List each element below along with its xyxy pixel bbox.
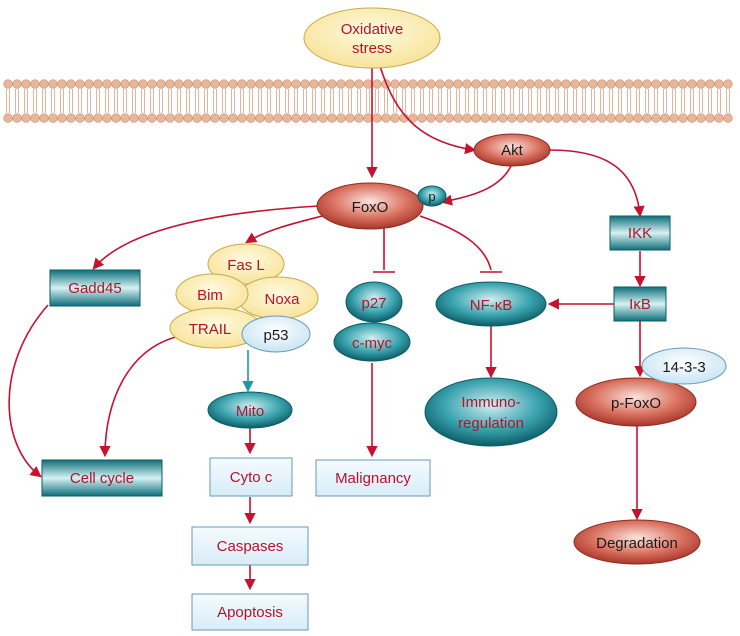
pfoxo-label: p-FoxO [611,395,661,412]
node-foxo: FoxO [316,182,424,230]
degradation-label: Degradation [596,535,678,552]
trail-label: TRAIL [189,321,232,338]
ikb-label: IκB [629,296,651,313]
node-trail: TRAIL [169,307,263,349]
node-malignancy: Malignancy [315,459,431,497]
node-ikk: IKK [609,215,671,251]
foxo-label: FoxO [352,199,389,216]
cell-membrane [3,79,733,123]
node-mito: Mito [207,391,293,429]
protein-1433-label: 14-3-3 [662,359,705,376]
p27-label: p27 [361,295,386,312]
node-pfoxo: p-FoxO [575,377,697,427]
node-caspases: Caspases [191,526,309,566]
node-nfkb: NF-κB [435,281,547,327]
node-cmyc: c-myc [333,322,411,362]
node-cell-cycle: Cell cycle [41,459,163,497]
nfkb-label: NF-κB [470,297,513,314]
apoptosis-label: Apoptosis [217,604,283,621]
edge-akt-ikk [549,149,645,218]
p-label: p [428,189,435,204]
noxa-label: Noxa [264,291,300,308]
cmyc-label: c-myc [352,335,392,352]
akt-label: Akt [501,142,524,159]
node-14-3-3: 14-3-3 [641,347,727,385]
node-fasl: Fas L [207,243,285,285]
edge-stress-akt [379,65,477,155]
fasl-label: Fas L [227,257,265,274]
bim-label: Bim [197,287,223,304]
node-apoptosis: Apoptosis [191,593,309,631]
p53-label: p53 [263,327,288,344]
node-degradation: Degradation [573,519,701,565]
cell-cycle-label: Cell cycle [70,470,134,487]
node-oxidative-stress: Oxidative stress [303,7,441,69]
pathway-edges [8,65,646,591]
node-gadd45: Gadd45 [49,269,141,307]
node-immunoregulation: Immuno- regulation [424,377,558,447]
node-ikb: IκB [613,286,667,322]
node-p27: p27 [345,281,403,323]
immuno-line2: regulation [458,415,524,432]
oxidative-stress-line2: stress [352,40,392,57]
node-akt: Akt [473,133,551,167]
node-p53: p53 [241,315,311,353]
ikk-label: IKK [628,225,652,242]
node-bim: Bim [175,273,249,315]
node-noxa: Noxa [237,276,319,320]
caspases-label: Caspases [217,538,284,555]
cyto-c-label: Cyto c [230,469,273,486]
edge-trail-cellcycle [99,333,193,458]
gadd45-label: Gadd45 [68,280,121,297]
edge-foxo-nfkb [419,215,492,271]
edge-gadd45-cellcycle [8,304,49,478]
edge-akt-foxo [440,163,513,206]
edge-foxo-fasl [245,213,331,244]
oxidative-stress-line1: Oxidative [341,21,404,38]
mito-label: Mito [236,403,264,420]
immuno-line1: Immuno- [461,394,520,411]
node-cyto-c: Cyto c [209,457,293,497]
node-p: p [417,185,447,207]
malignancy-label: Malignancy [335,470,411,487]
edge-foxo-gadd45 [92,205,319,270]
